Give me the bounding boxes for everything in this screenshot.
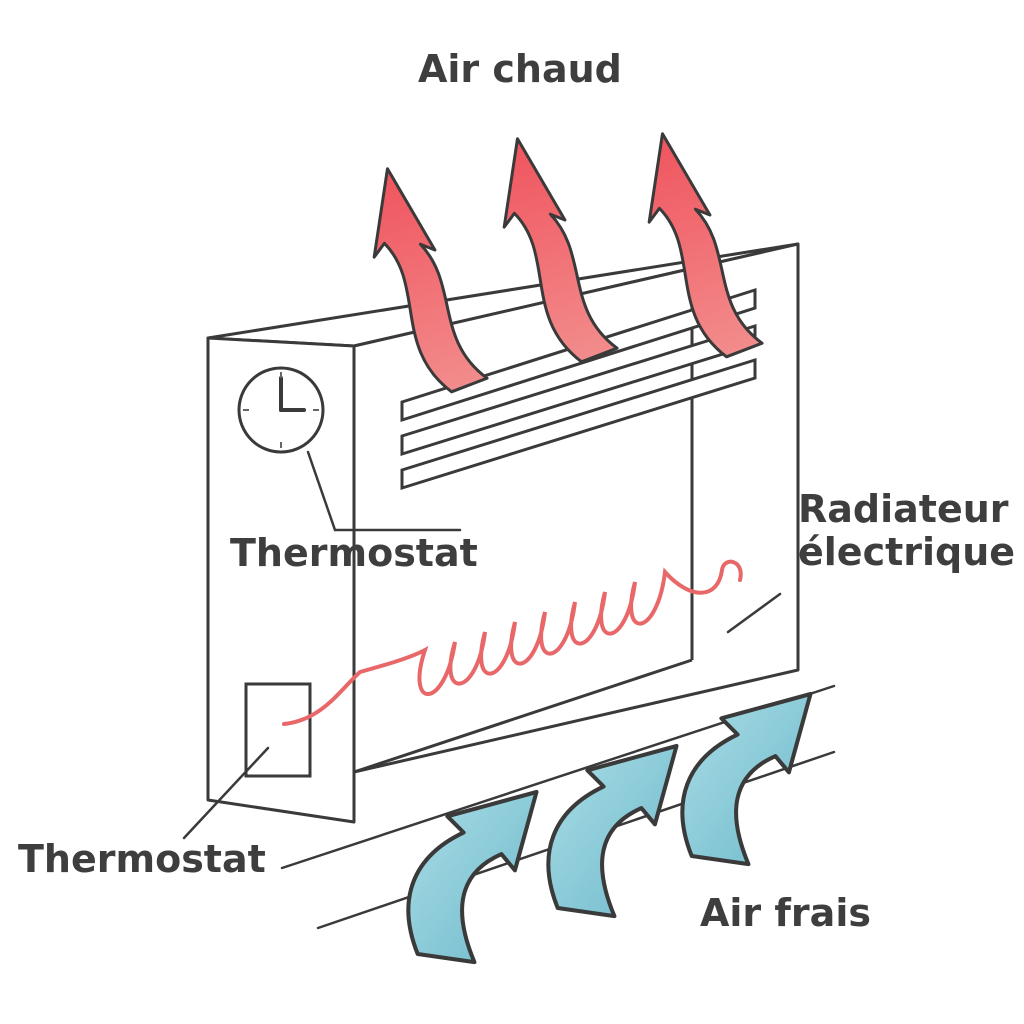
air-chaud-label: Air chaud xyxy=(418,47,622,91)
heating-coil xyxy=(282,559,743,726)
air-frais-label: Air frais xyxy=(700,891,871,935)
leader-lines xyxy=(182,450,782,840)
clock-icon xyxy=(237,366,325,454)
cool-air-arrow-3 xyxy=(682,694,810,864)
cool-air-arrow-1 xyxy=(408,792,536,962)
cool-air-arrow-2 xyxy=(548,746,676,916)
thermostat-label-bottom: Thermostat xyxy=(18,837,266,881)
radiateur-label: Radiateur électrique xyxy=(798,488,1015,573)
thermostat-label-top: Thermostat xyxy=(230,531,478,575)
radiateur-label-line2: électrique xyxy=(798,529,1016,574)
radiateur-label-line1: Radiateur xyxy=(798,487,1009,531)
